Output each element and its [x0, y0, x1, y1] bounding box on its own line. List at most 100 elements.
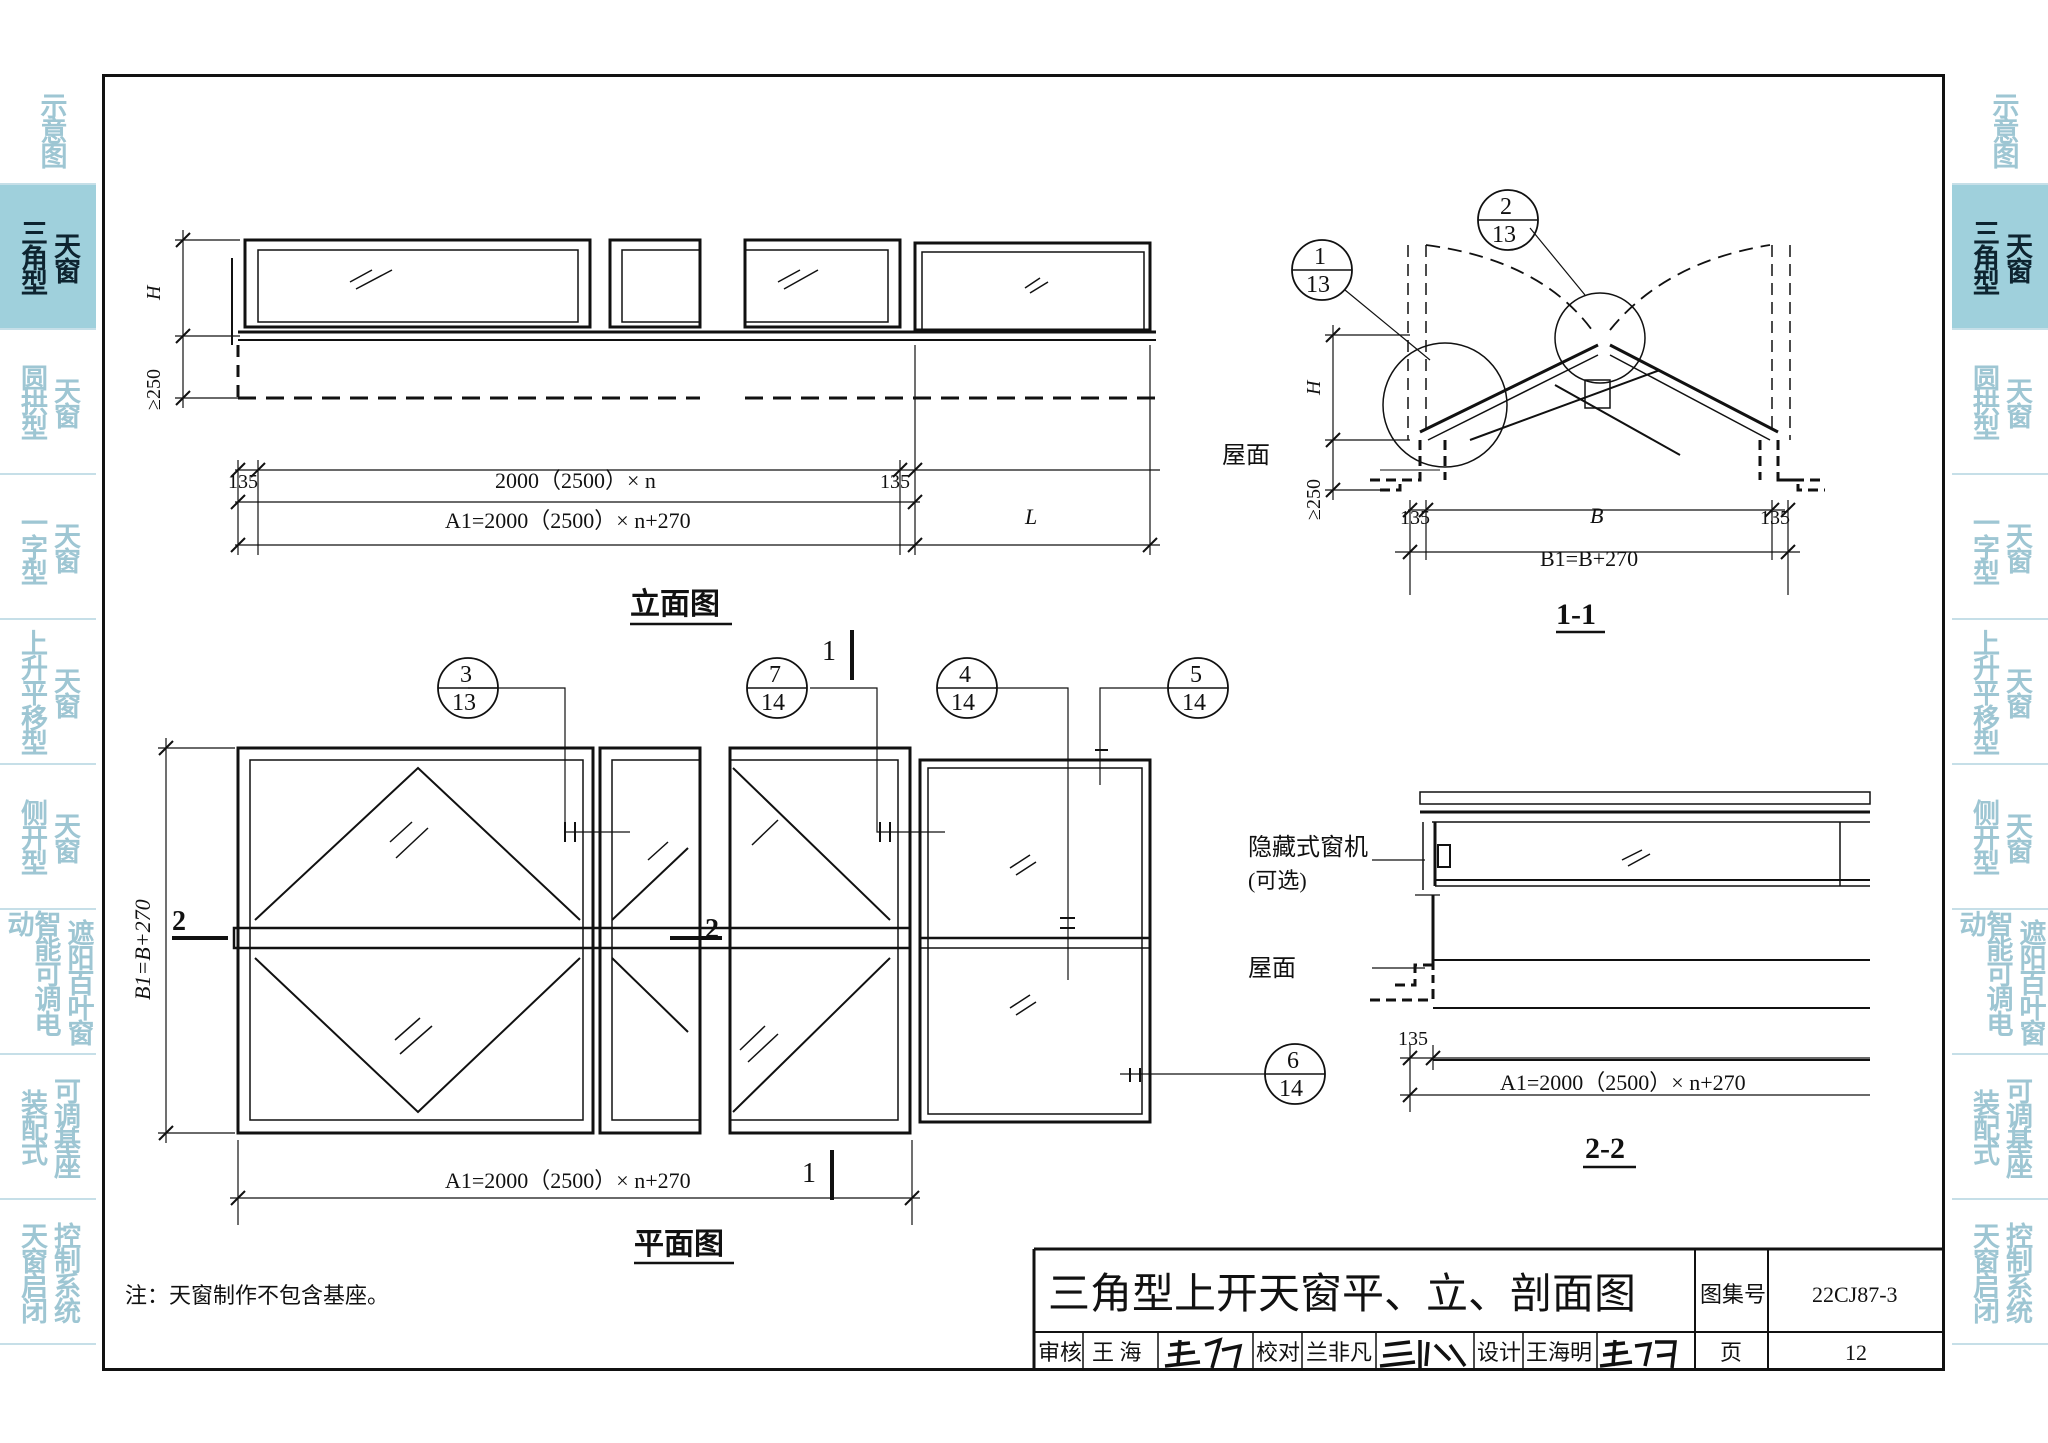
side-tab-label: 侧开型: [1968, 799, 1999, 874]
side-tab-label: 可调基座: [2001, 1076, 2032, 1177]
cut-2-left-label: 2: [172, 906, 186, 937]
sec1-roof-label: 屋面: [1222, 443, 1270, 469]
elev-dim-135-right: 135: [880, 471, 910, 493]
side-tab[interactable]: 天窗侧开型: [0, 765, 96, 910]
atlas-number: 22CJ87-3: [1812, 1282, 1898, 1307]
side-tab-label: 一字型: [1968, 509, 1999, 584]
cut-2-mid-label: 2: [705, 914, 719, 945]
side-tab-label: 天窗: [49, 231, 80, 282]
signature-designer: [1599, 1339, 1677, 1369]
side-tab[interactable]: 天窗侧开型: [1952, 765, 2048, 910]
elev-dim-250: ≥250: [143, 369, 165, 410]
side-tab[interactable]: 可调基座装配式: [0, 1055, 96, 1200]
detail-4-14-top: 4: [959, 662, 971, 688]
side-tab[interactable]: 可调基座装配式: [1952, 1055, 2048, 1200]
section-2-2: [1370, 791, 1871, 1112]
design-name: 王海明: [1526, 1340, 1592, 1365]
section-1-title: 1-1: [1556, 598, 1596, 631]
side-tab[interactable]: 天窗一字型: [0, 475, 96, 620]
sec1-dim-250: ≥250: [1303, 479, 1325, 520]
right-tab-bar: 示意图天窗三角型天窗圆拱型天窗一字型天窗上升平移型天窗侧开型遮阳百叶窗智能可调电…: [1952, 75, 2048, 1345]
elev-dim-total: A1=2000（2500）× n+270: [445, 508, 691, 533]
elev-dim-l: L: [1024, 504, 1037, 529]
review-label: 审核: [1038, 1340, 1082, 1365]
elevation-view: [175, 230, 1160, 555]
detail-1-13-top: 1: [1314, 244, 1326, 270]
side-tab[interactable]: 控制系统天窗启闭: [1952, 1200, 2048, 1345]
signature-checker: [1379, 1340, 1467, 1368]
side-tab-label: 天窗: [2001, 376, 2032, 427]
drawing-note: 注：天窗制作不包含基座。: [125, 1283, 389, 1308]
page-label: 页: [1720, 1340, 1742, 1365]
detail-6-14-bottom: 14: [1279, 1076, 1303, 1102]
detail-2-13-top: 2: [1500, 194, 1512, 220]
sec2-motor-label: 隐藏式窗机: [1248, 834, 1368, 861]
side-tab[interactable]: 遮阳百叶窗智能可调电动: [1952, 910, 2048, 1055]
elevation-title: 立面图: [630, 587, 720, 621]
side-tab[interactable]: 天窗三角型: [1952, 185, 2048, 330]
page-number: 12: [1845, 1340, 1867, 1365]
plan-title: 平面图: [634, 1228, 724, 1261]
side-tab-label: 一字型: [16, 509, 47, 584]
side-tab-label: 三角型: [16, 219, 47, 294]
detail-3-13-top: 3: [460, 662, 472, 688]
side-tab-label: 天窗启闭: [16, 1221, 47, 1322]
cut-1-bottom-label: 1: [802, 1158, 816, 1189]
side-tab[interactable]: 天窗圆拱型: [1952, 330, 2048, 475]
detail-1-13-bottom: 13: [1306, 272, 1330, 298]
side-tab-label: 天窗: [49, 376, 80, 427]
sec1-dim-b1: B1=B+270: [1540, 546, 1638, 571]
design-label: 设计: [1477, 1340, 1521, 1365]
review-name: 王 海: [1092, 1340, 1142, 1365]
side-tab-label: 天窗: [2001, 521, 2032, 572]
title-block: [1032, 1247, 1945, 1371]
signature-reviewer: [1164, 1337, 1243, 1369]
side-tab[interactable]: 示意图: [1952, 75, 2048, 185]
plan-view: [158, 630, 1326, 1225]
sec2-dim-135: 135: [1398, 1028, 1428, 1050]
elev-dim-135-left: 135: [228, 471, 258, 493]
side-tab[interactable]: 天窗上升平移型: [0, 620, 96, 765]
detail-3-13-bottom: 13: [452, 690, 476, 716]
side-tab-label: 装配式: [1968, 1089, 1999, 1164]
section-1-1: [1291, 189, 1825, 595]
side-tab-label: 侧开型: [16, 799, 47, 874]
side-tab[interactable]: 天窗上升平移型: [1952, 620, 2048, 765]
check-label: 校对: [1256, 1340, 1300, 1365]
sec2-roof-label: 屋面: [1248, 956, 1296, 982]
side-tab[interactable]: 示意图: [0, 75, 96, 185]
side-tab-label: 可调基座: [49, 1076, 80, 1177]
side-tab-label: 天窗: [49, 811, 80, 862]
sec2-dim-total: A1=2000（2500）× n+270: [1500, 1070, 1746, 1095]
atlas-label: 图集号: [1700, 1282, 1766, 1307]
side-tab-label: 控制系统: [2001, 1221, 2032, 1322]
side-tab-label: 天窗: [49, 521, 80, 572]
side-tab-label: 遮阳百叶窗: [2014, 919, 2046, 1044]
elev-dim-h: H: [143, 284, 165, 301]
side-tab[interactable]: 控制系统天窗启闭: [0, 1200, 96, 1345]
plan-dim-b1: B1=B+270: [130, 899, 155, 1000]
side-tab[interactable]: 天窗三角型: [0, 185, 96, 330]
elev-dim-span: 2000（2500）× n: [495, 468, 656, 493]
drawing-frame: [102, 74, 1945, 1371]
side-tab[interactable]: 遮阳百叶窗智能可调电动: [0, 910, 96, 1055]
left-tab-bar: 示意图天窗三角型天窗圆拱型天窗一字型天窗上升平移型天窗侧开型遮阳百叶窗智能可调电…: [0, 75, 96, 1345]
plan-dim-total: A1=2000（2500）× n+270: [445, 1168, 691, 1193]
sec1-dim-h: H: [1303, 379, 1325, 396]
side-tab-label: 上升平移型: [16, 629, 47, 754]
sec1-dim-135-right: 135: [1760, 507, 1790, 529]
side-tab-label: 天窗启闭: [1968, 1221, 1999, 1322]
detail-2-13-bottom: 13: [1492, 222, 1516, 248]
side-tab-label: 天窗: [49, 666, 80, 717]
side-tab-label: 装配式: [16, 1089, 47, 1164]
side-tab[interactable]: 天窗一字型: [1952, 475, 2048, 620]
side-tab-label: 圆拱型: [1968, 364, 1999, 439]
detail-5-14-bottom: 14: [1182, 690, 1206, 716]
side-tab[interactable]: 天窗圆拱型: [0, 330, 96, 475]
side-tab-label: 天窗: [2001, 666, 2032, 717]
detail-7-14-top: 7: [769, 662, 781, 688]
side-tab-label: 三角型: [1968, 219, 1999, 294]
sec1-dim-b: B: [1590, 503, 1603, 528]
side-tab-label: 天窗: [2001, 811, 2032, 862]
